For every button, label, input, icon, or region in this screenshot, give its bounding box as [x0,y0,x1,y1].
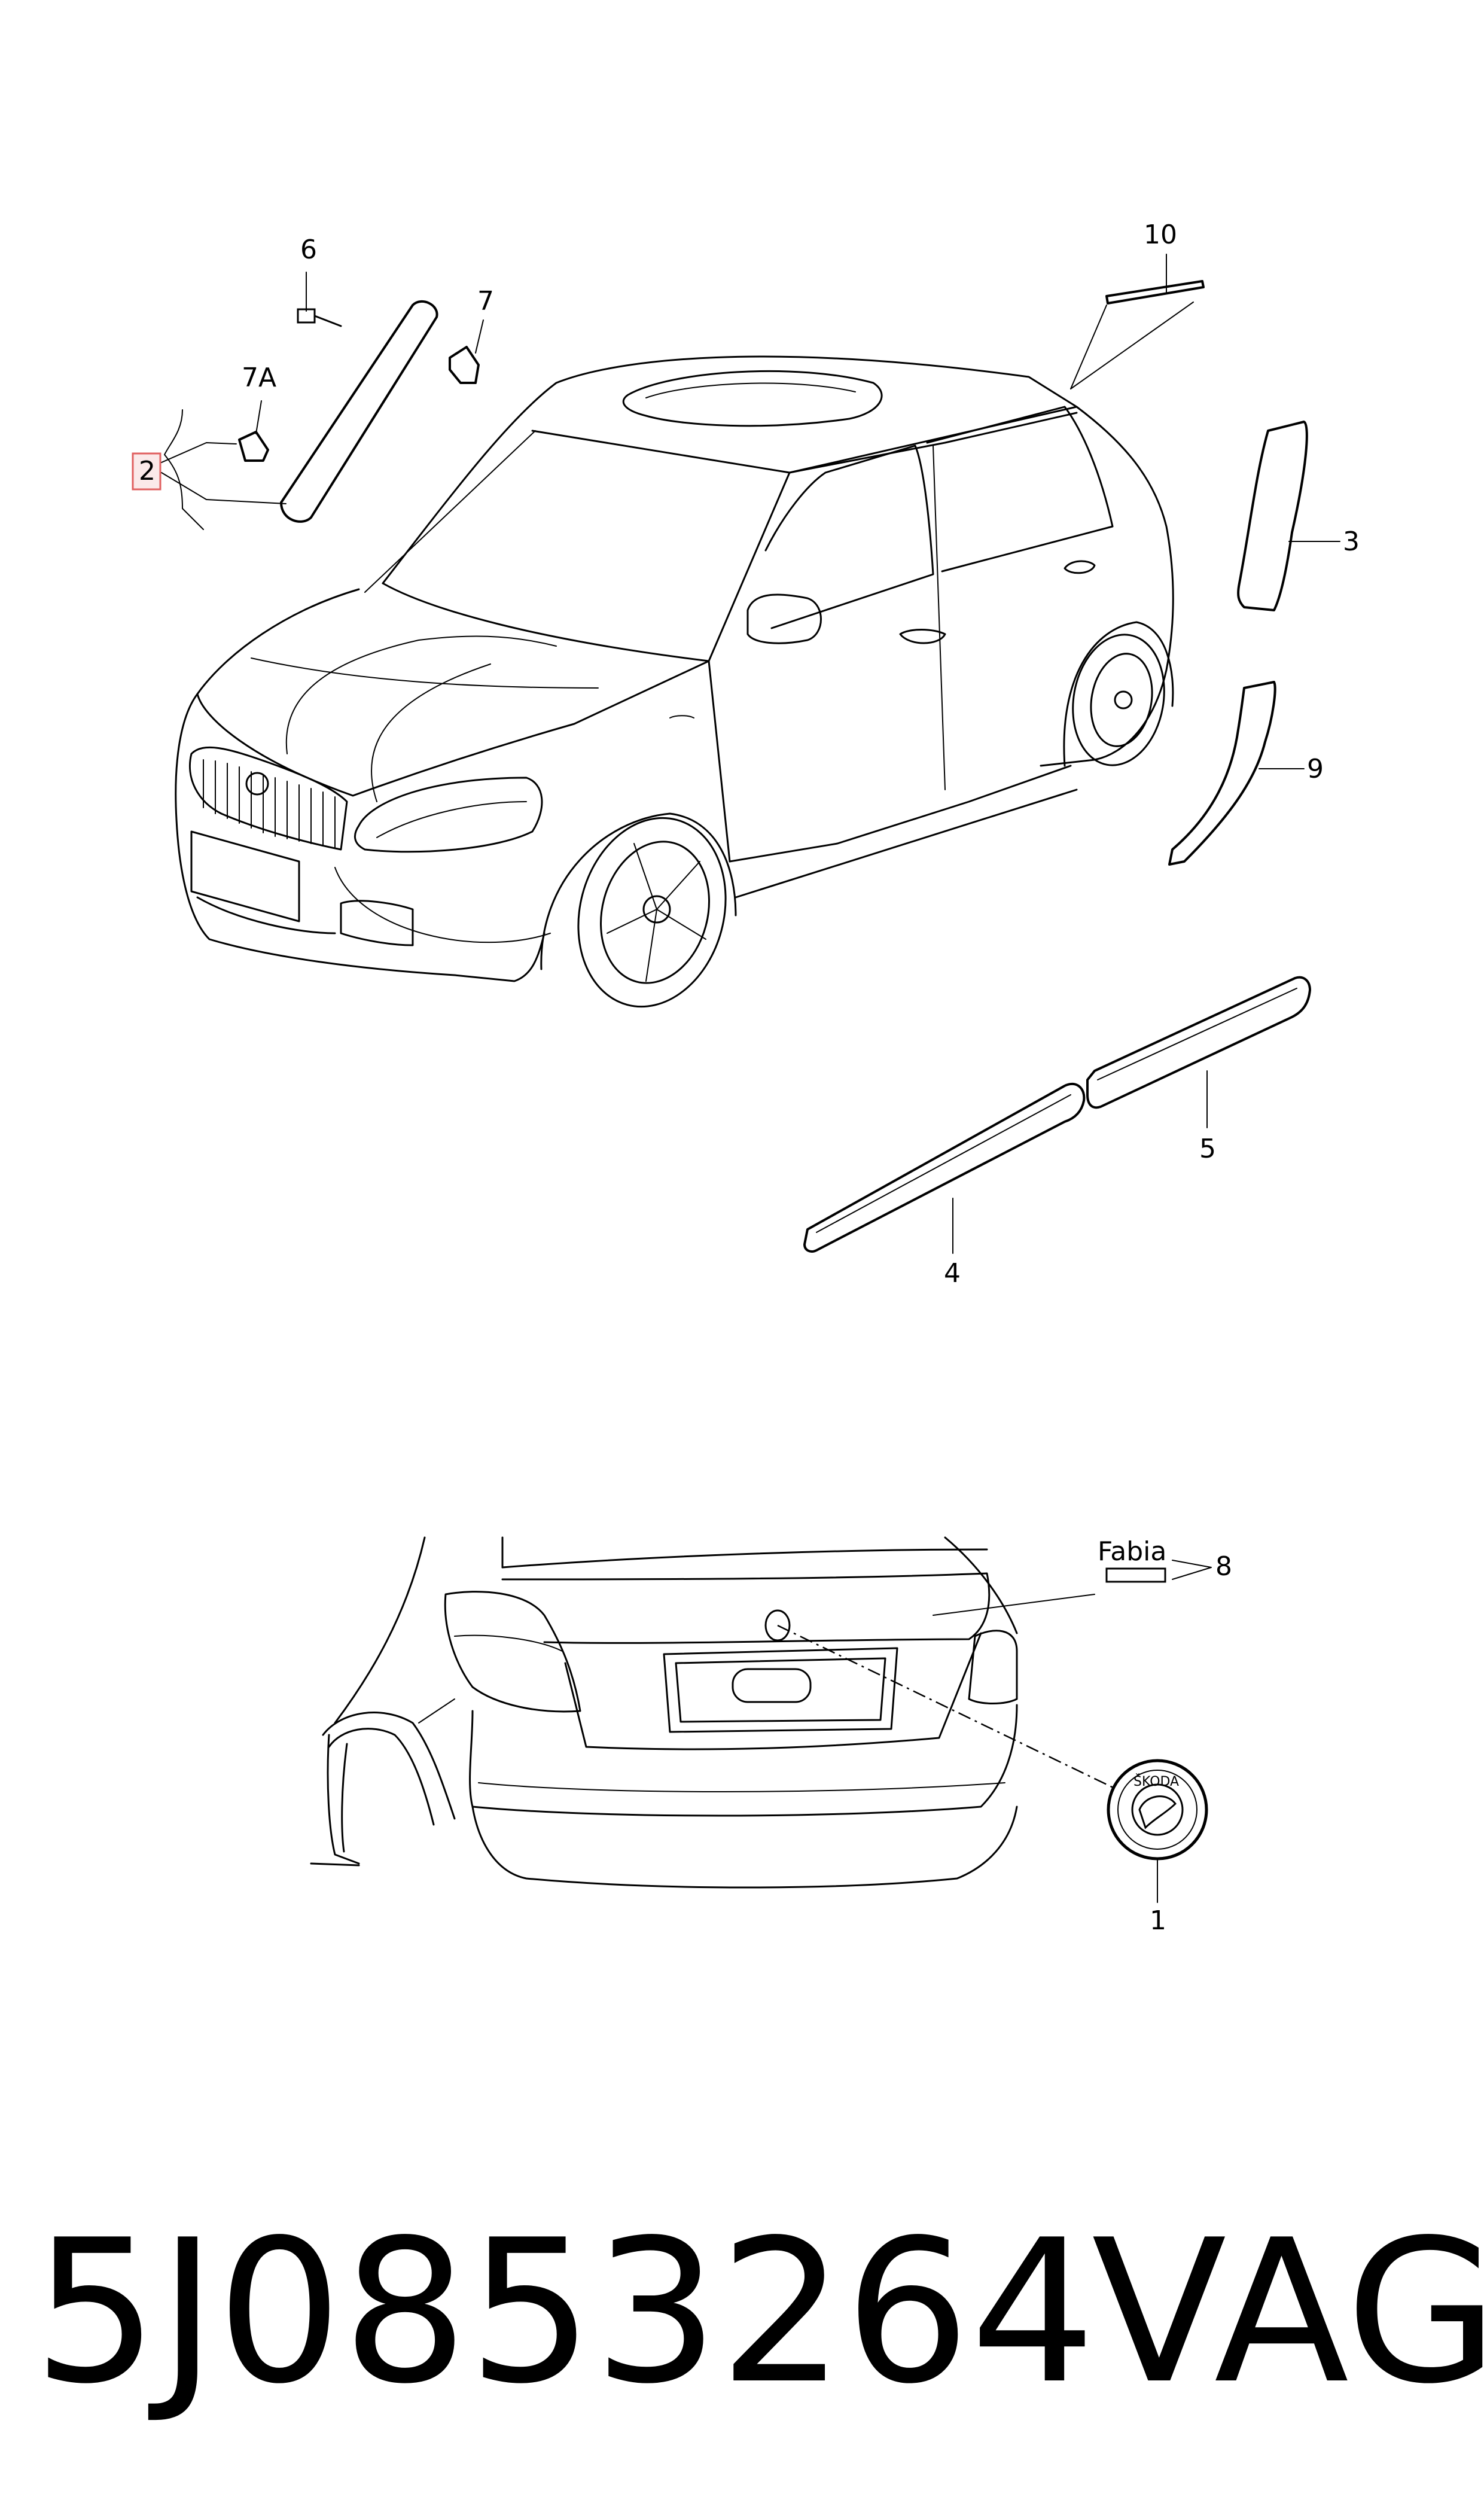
emblem-leader-dashed [777,1624,1116,1790]
fabia-badge-8: Fabia [1098,1536,1212,1583]
callout-1: 1 [1150,1905,1166,1936]
callout-2: 2 [139,456,156,486]
clip-7-icon [449,346,480,384]
b-pillar-trim-3 [1237,421,1308,611]
brand-name: VAG [1092,2197,1484,2427]
skoda-emblem-1: ŠKODA [1107,1759,1208,1861]
svg-text:Fabia: Fabia [1098,1536,1166,1567]
part-number: 5J0853264 [33,2197,1096,2427]
selected-callout-box [132,452,161,491]
clip-7a-icon [238,431,269,462]
callout-8: 8 [1215,1551,1232,1582]
car-front-illustration [175,355,1174,1008]
svg-text:ŠKODA: ŠKODA [1133,1774,1179,1789]
callout-10: 10 [1144,220,1177,250]
callout-5: 5 [1199,1134,1216,1164]
car-rear-illustration [310,1536,1018,1889]
leader-lines-upper [161,254,1340,1254]
screw-6-icon [297,308,342,327]
callout-4: 4 [944,1258,961,1289]
callout-7a: 7A [242,363,276,393]
callout-7: 7 [477,286,494,316]
callout-9: 9 [1307,754,1324,784]
door-molding-5 [1086,976,1311,1109]
a-pillar-trim-strip [280,300,438,523]
door-molding-4 [803,1082,1086,1253]
c-pillar-trim-9 [1168,681,1276,866]
callout-6: 6 [300,235,317,265]
callout-3: 3 [1343,526,1360,557]
roof-trim-strip-10 [1105,280,1205,305]
